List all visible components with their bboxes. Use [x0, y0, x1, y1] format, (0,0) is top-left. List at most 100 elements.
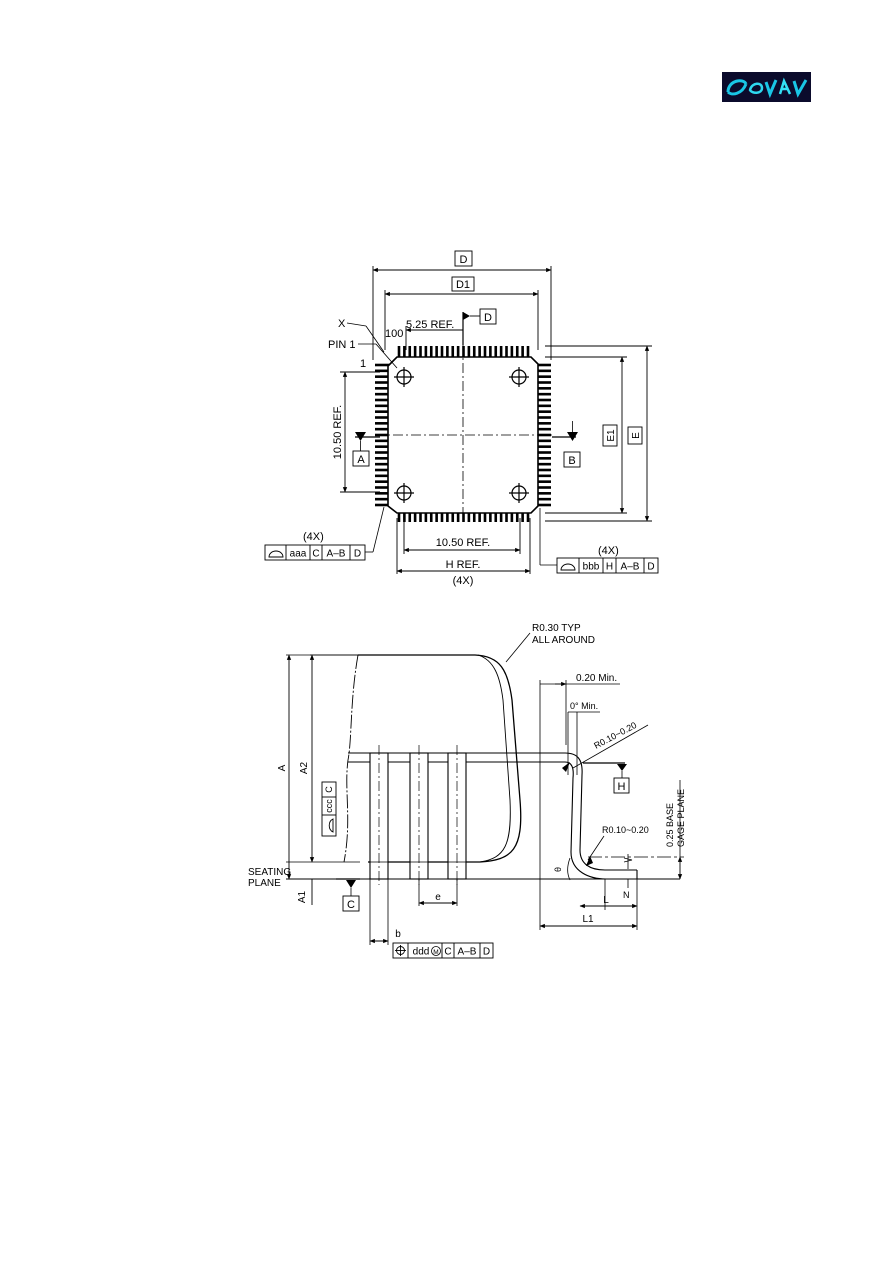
- min-020-label: 0.20 Min.: [576, 673, 617, 684]
- company-logo: [722, 72, 811, 102]
- pin-lead: [489, 346, 492, 358]
- pin-lead: [413, 346, 417, 358]
- pin-lead: [537, 381, 551, 384]
- base-025-label: 0.25 BASE: [665, 803, 675, 847]
- profile-surface-icon: [560, 563, 576, 571]
- dim-A1-label: A1: [297, 890, 308, 903]
- min-0-deg-label: 0° Min.: [570, 701, 598, 711]
- pin-lead: [375, 492, 389, 495]
- pin-lead: [375, 462, 389, 466]
- dim-A2-label: A2: [299, 761, 310, 774]
- all-around-label: ALL AROUND: [532, 635, 595, 646]
- pin-lead: [478, 512, 481, 522]
- pin-lead: [537, 445, 551, 448]
- pin-lead: [510, 512, 514, 522]
- dim-N-label: N: [623, 890, 630, 900]
- fcf-ddd-ref1: C: [444, 947, 451, 958]
- pin-lead: [494, 346, 498, 358]
- pin-lead: [515, 512, 519, 522]
- pin-lead: [537, 427, 551, 431]
- radius-lower-label: R0.10~0.20: [602, 825, 649, 835]
- pin-lead: [397, 512, 401, 522]
- dim-L1-label: L1: [582, 914, 594, 925]
- profile-surface-icon: [328, 818, 334, 833]
- dim-L-label: L: [603, 895, 609, 906]
- pin-lead: [429, 346, 433, 358]
- h-ref-label: H REF.: [446, 559, 481, 571]
- pin-lead: [537, 492, 551, 495]
- pin-lead: [499, 512, 503, 522]
- fcf-left-ref2: A–B: [327, 549, 346, 560]
- pin-lead: [446, 346, 449, 358]
- pin-lead: [375, 486, 389, 489]
- pin-lead: [456, 346, 460, 358]
- logo-graphic: [722, 72, 811, 102]
- fcf-right-ref2: A–B: [621, 562, 640, 573]
- radius-030-label: R0.30 TYP: [532, 623, 581, 634]
- pin-lead: [537, 480, 551, 483]
- pin-lead: [537, 369, 551, 373]
- pin-1-number: 1: [360, 358, 366, 370]
- pin-lead: [446, 512, 449, 522]
- datum-D-label: D: [484, 312, 492, 324]
- fcf-ddd-ref2: A–B: [458, 947, 477, 958]
- pin-lead: [419, 346, 422, 358]
- datum-H-label: H: [618, 781, 626, 793]
- dim-E-label: E: [631, 432, 642, 439]
- pin-lead: [483, 512, 487, 522]
- pin-leads-bottom: [397, 512, 530, 522]
- pin-lead: [435, 346, 438, 358]
- pin-lead: [375, 468, 389, 472]
- pin-lead: [494, 512, 498, 522]
- pin-lead: [424, 512, 428, 522]
- radius-upper-label: R0.10~0.20: [592, 720, 638, 751]
- theta-label: θ: [553, 867, 563, 872]
- fcf-ccc-ref: C: [324, 786, 334, 793]
- pin-lead: [397, 346, 401, 358]
- pin-lead: [537, 462, 551, 466]
- package-side-profile: [286, 654, 522, 863]
- pin-lead: [451, 346, 455, 358]
- pin-lead: [472, 512, 476, 522]
- pin-lead: [375, 474, 389, 478]
- pin-lead: [537, 363, 551, 367]
- pin-lead: [375, 387, 389, 390]
- fcf-right-count: (4X): [598, 545, 619, 557]
- pin-lead: [537, 410, 551, 413]
- dim-D-label: D: [460, 254, 468, 266]
- fcf-ddd-ref3: D: [483, 947, 490, 958]
- pin-lead: [537, 422, 551, 425]
- pin-lead: [537, 416, 551, 419]
- fcf-left-frame: [264, 544, 366, 561]
- ref-10-50-horizontal-label: 10.50 REF.: [436, 537, 490, 549]
- pin-lead: [537, 497, 551, 501]
- dim-E1-label: E1: [606, 429, 617, 442]
- pin-lead: [375, 427, 389, 431]
- pin-lead: [440, 346, 444, 358]
- pin-lead: [489, 512, 492, 522]
- ejector-pin-marks: [394, 367, 529, 503]
- dim-e-label: e: [435, 892, 441, 903]
- pin-lead: [375, 369, 389, 373]
- pin-lead: [403, 346, 406, 358]
- pin-lead: [478, 346, 481, 358]
- pin-lead: [375, 363, 389, 367]
- side-leads: [369, 752, 467, 880]
- pin-lead: [375, 439, 389, 443]
- pin-lead: [403, 512, 406, 522]
- pin-lead: [375, 404, 389, 408]
- gage-plane-label: GAGE PLANE: [676, 789, 686, 847]
- pin-lead: [537, 451, 551, 454]
- pin-lead: [375, 375, 389, 378]
- pin-lead: [413, 512, 417, 522]
- pin-lead: [537, 468, 551, 472]
- pin-leads-right: [537, 363, 551, 507]
- fcf-right-ref1: H: [606, 562, 613, 573]
- fcf-ccc-tolerance: ccc: [324, 799, 334, 813]
- pin-lead: [526, 346, 530, 358]
- pin-lead: [419, 512, 422, 522]
- pin-100-label: 100: [385, 328, 403, 340]
- pin-lead: [429, 512, 433, 522]
